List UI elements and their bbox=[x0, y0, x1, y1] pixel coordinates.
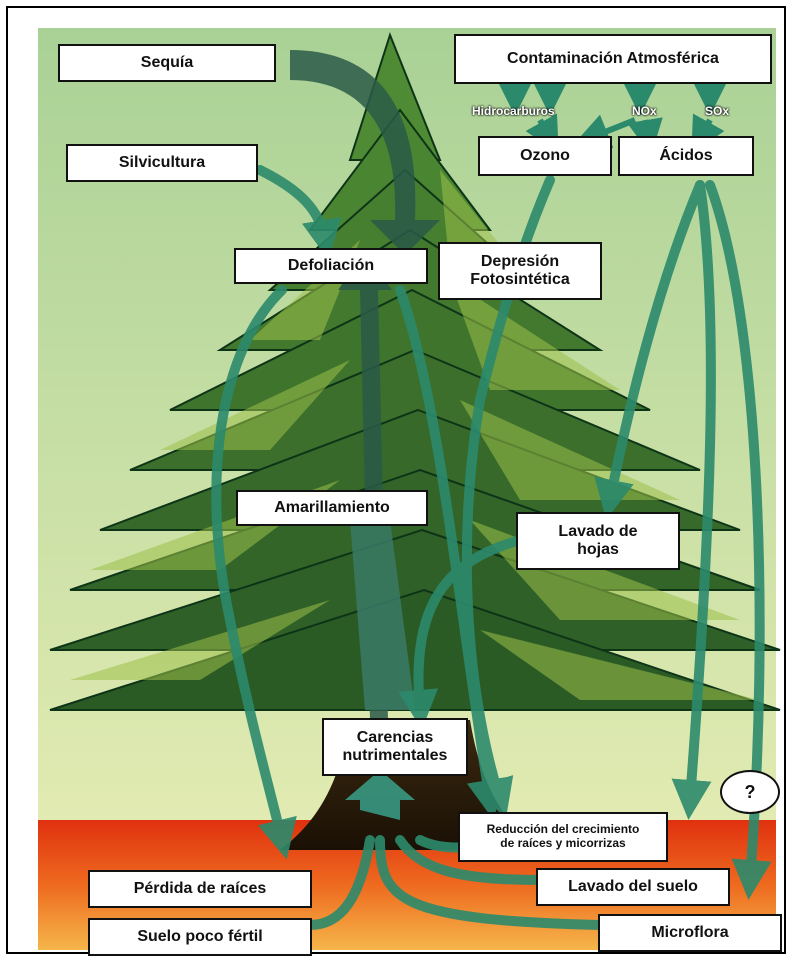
amarillamiento-label: Amarillamiento bbox=[274, 499, 390, 517]
acidos-label: Ácidos bbox=[659, 147, 712, 165]
carencias-label-1: Carencias bbox=[357, 729, 434, 747]
carencias-box: Carencias nutrimentales bbox=[322, 718, 468, 776]
contaminacion-label: Contaminación Atmosférica bbox=[507, 50, 719, 68]
sequia-box: Sequía bbox=[58, 44, 276, 82]
depresion-box: Depresión Fotosintética bbox=[438, 242, 602, 300]
perdida-label: Pérdida de raíces bbox=[134, 880, 267, 898]
depresion-label-2: Fotosintética bbox=[470, 271, 570, 289]
diagram-scene: Sequía Contaminación Atmosférica Hidroca… bbox=[20, 20, 788, 956]
amarillamiento-box: Amarillamiento bbox=[236, 490, 428, 526]
microflora-box: Microflora bbox=[598, 914, 782, 952]
lavado-hojas-box: Lavado de hojas bbox=[516, 512, 680, 570]
perdida-box: Pérdida de raíces bbox=[88, 870, 312, 908]
ozono-label: Ozono bbox=[520, 147, 570, 165]
acidos-box: Ácidos bbox=[618, 136, 754, 176]
question-label: ? bbox=[745, 782, 756, 803]
nox-label: NOx bbox=[632, 104, 657, 118]
depresion-label-1: Depresión bbox=[481, 253, 559, 271]
sox-label: SOx bbox=[705, 104, 729, 118]
defoliacion-box: Defoliación bbox=[234, 248, 428, 284]
hidrocarburos-label: Hidrocarburos bbox=[472, 104, 555, 118]
lavado-hojas-label-2: hojas bbox=[577, 541, 619, 559]
lavado-suelo-label: Lavado del suelo bbox=[568, 878, 698, 896]
defoliacion-label: Defoliación bbox=[288, 257, 374, 275]
reduccion-label-2: de raíces y micorrizas bbox=[500, 837, 625, 851]
lavado-suelo-box: Lavado del suelo bbox=[536, 868, 730, 906]
carencias-label-2: nutrimentales bbox=[343, 747, 448, 765]
ozono-box: Ozono bbox=[478, 136, 612, 176]
reduccion-label-1: Reducción del crecimiento bbox=[487, 823, 640, 837]
reduccion-box: Reducción del crecimiento de raíces y mi… bbox=[458, 812, 668, 862]
diagram-frame: Sequía Contaminación Atmosférica Hidroca… bbox=[6, 6, 786, 954]
question-bubble: ? bbox=[720, 770, 780, 814]
microflora-label: Microflora bbox=[651, 924, 728, 942]
suelo-box: Suelo poco fértil bbox=[88, 918, 312, 956]
lavado-hojas-label-1: Lavado de bbox=[558, 523, 637, 541]
contaminacion-box: Contaminación Atmosférica bbox=[454, 34, 772, 84]
silvicultura-box: Silvicultura bbox=[66, 144, 258, 182]
silvicultura-label: Silvicultura bbox=[119, 154, 205, 172]
sequia-label: Sequía bbox=[141, 54, 193, 72]
suelo-label: Suelo poco fértil bbox=[137, 928, 262, 946]
